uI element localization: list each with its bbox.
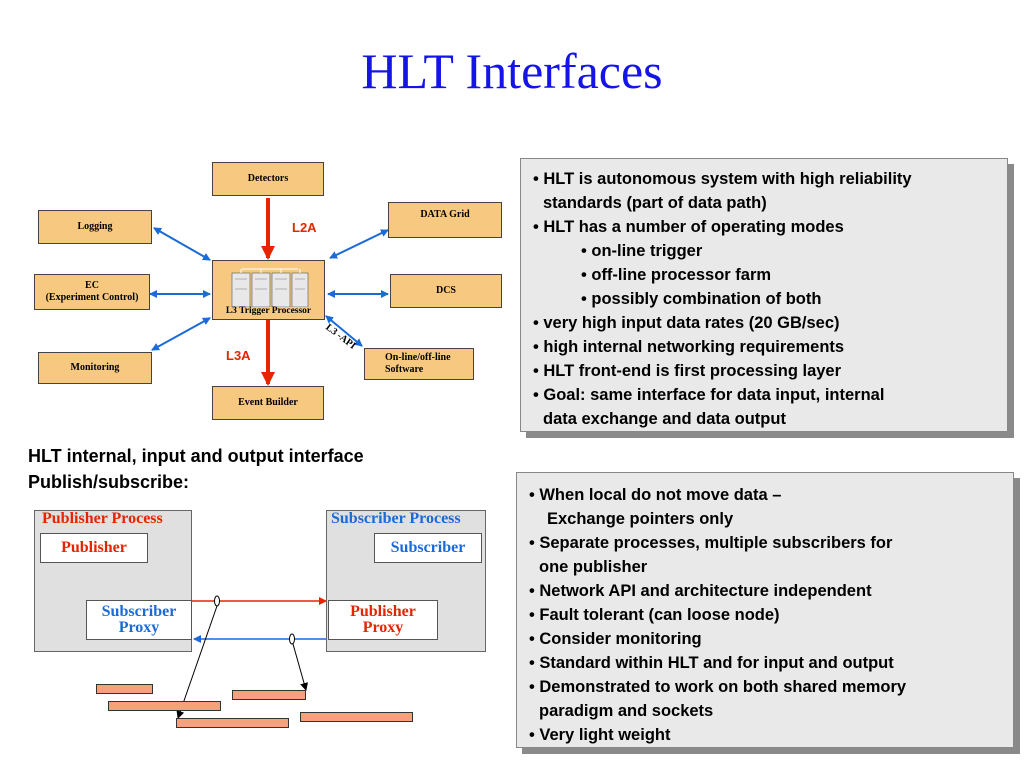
- panel2-line-10: paradigm and sockets: [539, 702, 714, 720]
- slide-title: HLT Interfaces: [361, 43, 663, 99]
- l3-trigger-processor-box: L3 Trigger Processor: [212, 260, 325, 320]
- publisher-box: Publisher: [40, 533, 148, 563]
- online-arrow: [325, 315, 363, 347]
- panel2-line-2: Exchange pointers only: [547, 510, 734, 528]
- panel2-line-11: • Very light weight: [529, 726, 671, 744]
- event-builder-label: Event Builder: [238, 397, 298, 408]
- logging-arrow: [153, 227, 211, 261]
- panel2-line-6: • Fault tolerant (can loose node): [529, 606, 780, 624]
- dcs-label: DCS: [435, 285, 456, 296]
- event-builder-box: Event Builder: [212, 386, 324, 420]
- panel1-line-4: • on-line trigger: [581, 242, 703, 260]
- panel1-line-11: data exchange and data output: [543, 410, 786, 428]
- subscriber-process-title: Subscriber Process: [331, 510, 461, 527]
- subscriber-box: Subscriber: [374, 533, 482, 563]
- memory-buffer-1: [96, 684, 153, 694]
- publisher-proxy-label-1: Publisher: [350, 603, 416, 620]
- panel1-line-1: • HLT is autonomous system with high rel…: [533, 170, 912, 188]
- memory-buffer-5: [176, 718, 289, 728]
- publisher-proxy-label-2: Proxy: [362, 619, 404, 636]
- ec-label-2: (Experiment Control): [45, 292, 139, 303]
- panel2-line-4: one publisher: [539, 558, 648, 576]
- server-rack-icon: [231, 268, 309, 307]
- detectors-label: Detectors: [247, 173, 289, 184]
- publisher-proxy-box: Publisher Proxy: [328, 600, 438, 640]
- pointer-line-2: [292, 643, 308, 691]
- panel2-line-7: • Consider monitoring: [529, 630, 702, 648]
- panel1-line-2: standards (part of data path): [543, 194, 767, 212]
- panel1-line-7: • very high input data rates (20 GB/sec): [533, 314, 840, 332]
- data-grid-label: DATA Grid: [420, 209, 470, 220]
- ec-box: EC(Experiment Control): [34, 274, 150, 310]
- subscriber-proxy-label-1: Subscriber: [101, 603, 177, 620]
- panel2-line-5: • Network API and architecture independe…: [529, 582, 872, 600]
- memory-buffer-4: [300, 712, 413, 722]
- subheading-line-2: Publish/subscribe:: [28, 472, 190, 492]
- panel1-line-10: • Goal: same interface for data input, i…: [533, 386, 885, 404]
- logging-box: Logging: [38, 210, 152, 244]
- panel1-line-6: • possibly combination of both: [581, 290, 822, 308]
- detectors-box: Detectors: [212, 162, 324, 196]
- online-label-1: On-line/off-line: [385, 352, 451, 363]
- subscriber-proxy-label-2: Proxy: [118, 619, 160, 636]
- panel2-line-9: • Demonstrated to work on both shared me…: [529, 678, 907, 696]
- dcs-box: DCS: [390, 274, 502, 308]
- l2a-label: L2A: [292, 220, 317, 235]
- pointer-ring-2: [289, 633, 295, 645]
- panel1-line-5: • off-line processor farm: [581, 266, 772, 284]
- pointer-ring-1: [214, 595, 220, 607]
- memory-buffer-3: [108, 701, 221, 711]
- pointer-line-1: [176, 605, 218, 719]
- data-grid-box: DATA Grid: [388, 202, 502, 238]
- subheading-line-1: HLT internal, input and output interface: [28, 446, 364, 466]
- logging-label: Logging: [77, 221, 113, 232]
- panel2-line-1: • When local do not move data –: [529, 486, 782, 504]
- l3a-label: L3A: [226, 348, 251, 363]
- datagrid-arrow: [329, 229, 389, 259]
- subscriber-proxy-box: Subscriber Proxy: [86, 600, 192, 640]
- panel1-line-3: • HLT has a number of operating modes: [533, 218, 844, 236]
- features-panel-2: • When local do not move data – Exchange…: [516, 472, 1014, 748]
- publisher-process-title: Publisher Process: [42, 510, 163, 527]
- panel1-line-8: • high internal networking requirements: [533, 338, 845, 356]
- memory-buffer-2: [232, 690, 306, 700]
- features-panel-1: • HLT is autonomous system with high rel…: [520, 158, 1008, 432]
- panel1-line-9: • HLT front-end is first processing laye…: [533, 362, 842, 380]
- online-label-2: Software: [385, 364, 424, 375]
- monitoring-label: Monitoring: [70, 362, 120, 373]
- ec-label-1: EC: [85, 280, 99, 291]
- monitoring-arrow: [151, 317, 211, 351]
- panel2-line-8: • Standard within HLT and for input and …: [529, 654, 894, 672]
- l3-processor-label: L3 Trigger Processor: [225, 306, 312, 316]
- monitoring-box: Monitoring: [38, 352, 152, 384]
- panel2-line-3: • Separate processes, multiple subscribe…: [529, 534, 893, 552]
